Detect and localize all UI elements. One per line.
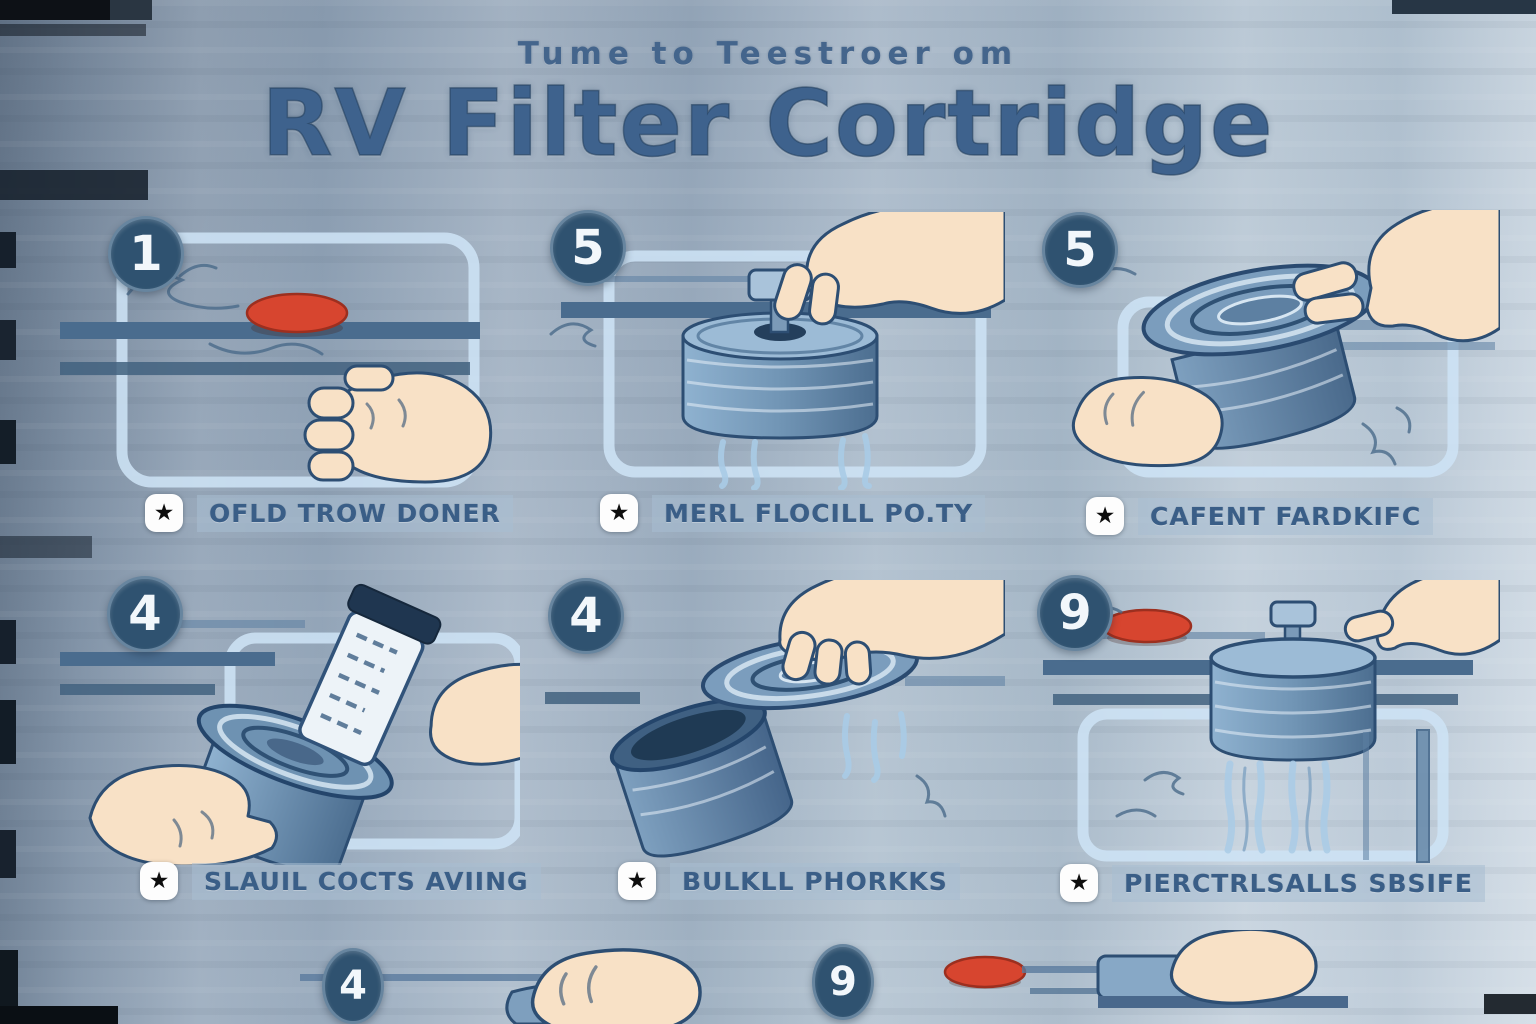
- red-valve-knob: [943, 955, 1027, 989]
- step-caption-label: CAFENT FARDKIFC: [1138, 497, 1434, 535]
- step-number-badge: 1: [108, 216, 184, 292]
- step-number-badge: 5: [550, 210, 626, 286]
- hand: [530, 948, 702, 1024]
- hand: [1169, 930, 1318, 1005]
- red-valve-knob: [1101, 608, 1193, 644]
- step-number: 5: [1063, 222, 1097, 278]
- hand: [88, 764, 278, 865]
- glitch-artifact: [0, 420, 16, 464]
- water-pipe: [300, 974, 550, 981]
- hand: [1343, 580, 1500, 656]
- glitch-artifact: [110, 0, 152, 20]
- subtitle: Tume to Teestroer om: [517, 36, 1019, 72]
- illustration-hands-twisting-lid: [1071, 210, 1500, 478]
- step-panel-2: [545, 212, 1005, 490]
- glitch-artifact: [0, 170, 148, 200]
- glitch-artifact: [0, 0, 110, 20]
- water-pipe: [60, 322, 480, 339]
- water-drips: [842, 711, 947, 818]
- star-icon: ★: [1060, 864, 1098, 902]
- header: Tume to Teestroer om RV Filter Cortridge: [0, 36, 1536, 170]
- drain-pipe: [1416, 729, 1430, 863]
- illustration-hand-lifting-cap: [549, 212, 1005, 490]
- hand: [778, 580, 1005, 686]
- water-pipe: [60, 684, 215, 695]
- step-number: 9: [1058, 585, 1092, 641]
- water-streams: [1115, 760, 1331, 854]
- step-caption-label: OFLD TROW DONER: [197, 494, 513, 532]
- step-caption-label: PIERCTRLSALLS SBSIFE: [1112, 864, 1485, 902]
- water-pipe: [545, 692, 640, 704]
- step-caption: ★ PIERCTRLSALLS SBSIFE: [1060, 864, 1485, 902]
- open-canister: [609, 698, 794, 858]
- step-number: 4: [339, 963, 367, 1009]
- water-pipe: [60, 652, 275, 666]
- step-number-badge: 9: [812, 944, 874, 1020]
- step-number-badge: 4: [107, 576, 183, 652]
- step-caption-label: MERL FLOCILL PO.TY: [652, 494, 986, 532]
- page-title: RV Filter Cortridge: [261, 70, 1275, 177]
- step-number: 1: [129, 226, 163, 282]
- step-caption: ★ SLAUIL COCTS AVIING: [140, 862, 541, 900]
- step-number-badge: 9: [1037, 575, 1113, 651]
- step-number-badge: 4: [322, 948, 384, 1024]
- glitch-artifact: [0, 24, 146, 36]
- step-panel-3: [1025, 210, 1500, 492]
- step-caption-label: SLAUIL COCTS AVIING: [192, 862, 541, 900]
- glitch-artifact: [0, 536, 92, 558]
- step-panel-4: [60, 580, 520, 865]
- glitch-artifact: [0, 232, 16, 268]
- star-icon: ★: [145, 494, 183, 532]
- step-number: 4: [569, 588, 603, 644]
- glitch-artifact: [0, 700, 16, 764]
- glitch-artifact: [0, 830, 16, 878]
- canister-cap: [1269, 600, 1317, 628]
- star-icon: ★: [1086, 497, 1124, 535]
- step-caption-label: BULKLL PHORKKS: [670, 862, 960, 900]
- glitch-artifact: [0, 320, 16, 360]
- partial-step-row: [0, 930, 1536, 1024]
- step-caption: ★ OFLD TROW DONER: [145, 494, 513, 532]
- star-icon: ★: [140, 862, 178, 900]
- hand: [303, 364, 493, 484]
- hand: [1071, 376, 1224, 468]
- measuring-cup: [298, 583, 442, 767]
- step-number-badge: 4: [548, 578, 624, 654]
- step-panel-5: [545, 580, 1005, 865]
- step-number: 5: [571, 220, 605, 276]
- step-panel-6: [1025, 580, 1500, 865]
- illustration-hand-placing-lid: [545, 580, 1005, 858]
- panel-outline: [603, 250, 987, 478]
- step-number: 4: [128, 586, 162, 642]
- hand: [429, 662, 520, 766]
- illustration-partial-row: [300, 930, 1348, 1024]
- glitch-artifact: [0, 620, 16, 664]
- step-number-badge: 5: [1042, 212, 1118, 288]
- filter-canister: [1209, 637, 1377, 762]
- red-valve-knob: [245, 292, 349, 334]
- water-drips: [718, 433, 872, 490]
- filter-canister: [681, 311, 879, 440]
- hand: [1292, 210, 1500, 343]
- step-caption: ★ BULKLL PHORKKS: [618, 862, 960, 900]
- water-pipe: [1022, 966, 1142, 973]
- step-caption: ★ MERL FLOCILL PO.TY: [600, 494, 986, 532]
- panel-outline: [116, 232, 480, 488]
- step-number: 9: [829, 959, 857, 1005]
- step-caption: ★ CAFENT FARDKIFC: [1086, 497, 1434, 535]
- illustration-pouring-measuring-cup: [60, 583, 520, 865]
- star-icon: ★: [600, 494, 638, 532]
- star-icon: ★: [618, 862, 656, 900]
- glitch-artifact: [1392, 0, 1536, 14]
- hand: [773, 212, 1005, 326]
- illustration-water-flushing: [1043, 580, 1500, 863]
